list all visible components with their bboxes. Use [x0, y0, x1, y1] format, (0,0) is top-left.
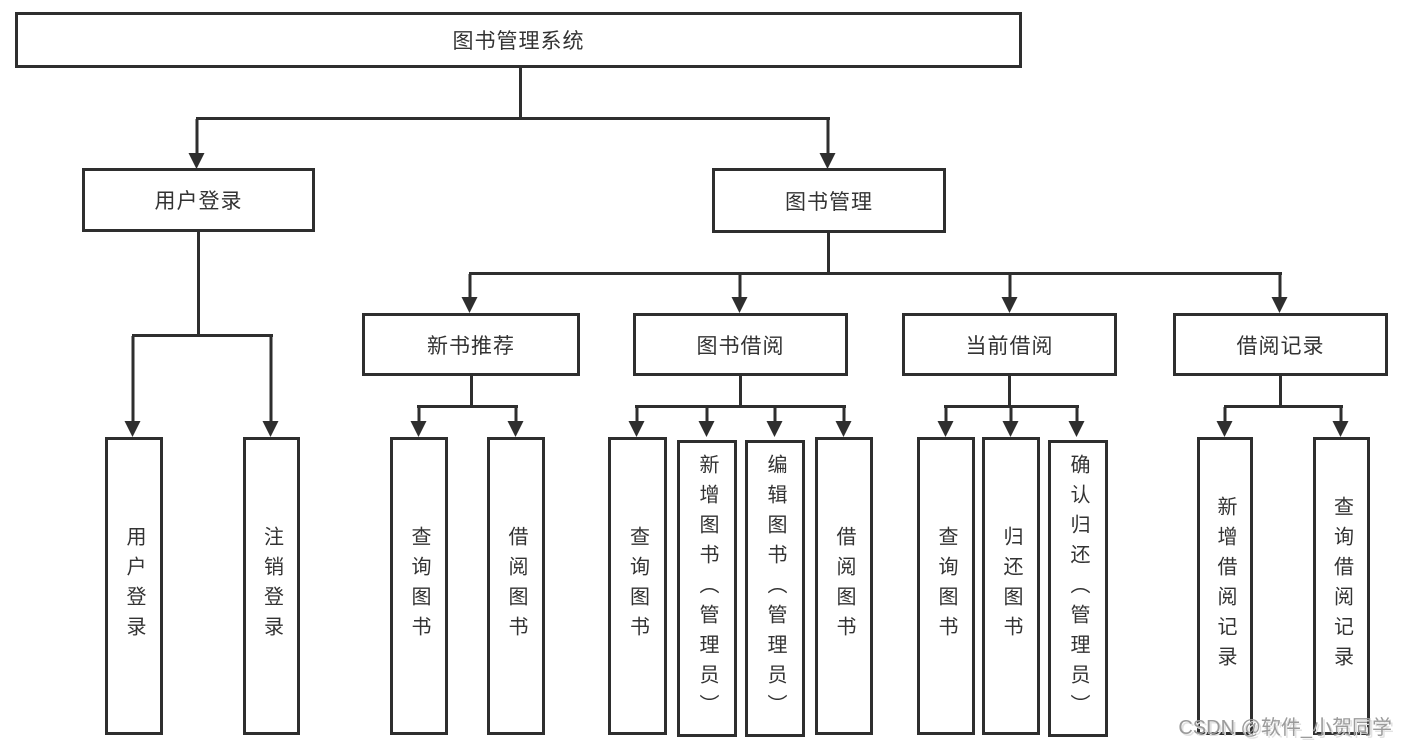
leaf-bb-query-book: 查询图书	[608, 437, 667, 735]
leaf-bb-edit-book-admin-label: 编辑图书（管理员）	[764, 453, 786, 724]
connector-new-book-split	[417, 405, 518, 408]
node-root-label: 图书管理系统	[452, 30, 585, 53]
arrow-to-book-mgmt	[819, 119, 837, 169]
leaf-nb-query-book: 查询图书	[390, 437, 448, 735]
arrow-cb-leaf-1	[937, 407, 955, 437]
arrow-to-user-login	[188, 119, 206, 169]
arrow-br-leaf-1	[1216, 407, 1234, 437]
connector-current-borrow-split	[944, 405, 1079, 408]
node-book-mgmt-label: 图书管理	[785, 190, 873, 214]
node-root: 图书管理系统	[15, 12, 1022, 68]
connector-user-login-split	[132, 334, 273, 337]
leaf-cb-return-book-label: 归还图书	[1000, 526, 1022, 646]
connector-current-borrow-trunk	[1008, 376, 1011, 408]
leaf-br-add-record-label: 新增借阅记录	[1214, 496, 1236, 676]
leaf-nb-borrow-book-label: 借阅图书	[505, 526, 527, 646]
leaf-cb-confirm-return-admin-label: 确认归还（管理员）	[1067, 453, 1089, 724]
leaf-nb-borrow-book: 借阅图书	[487, 437, 545, 735]
leaf-nb-query-book-label: 查询图书	[408, 526, 430, 646]
connector-book-borrow-trunk	[739, 376, 742, 408]
leaf-bb-borrow-book: 借阅图书	[815, 437, 873, 735]
leaf-bb-add-book-admin: 新增图书（管理员）	[677, 440, 737, 737]
node-new-book-rec: 新书推荐	[362, 313, 580, 376]
node-book-borrow: 图书借阅	[633, 313, 848, 376]
connector-book-borrow-split	[635, 405, 846, 408]
node-book-mgmt: 图书管理	[712, 168, 946, 233]
leaf-cb-confirm-return-admin: 确认归还（管理员）	[1048, 440, 1108, 737]
arrow-to-borrow-record	[1271, 274, 1289, 313]
connector-root-trunk	[519, 67, 522, 119]
leaf-user-login-label: 用户登录	[123, 526, 145, 646]
leaf-br-query-record-label: 查询借阅记录	[1330, 496, 1353, 676]
leaf-bb-query-book-label: 查询图书	[626, 526, 649, 646]
leaf-br-query-record: 查询借阅记录	[1313, 437, 1370, 735]
leaf-cb-return-book: 归还图书	[982, 437, 1040, 735]
arrow-nb-leaf-1	[410, 407, 428, 437]
leaf-user-login: 用户登录	[105, 437, 163, 735]
csdn-watermark: CSDN @软件_小贺同学	[1178, 717, 1392, 739]
leaf-br-add-record: 新增借阅记录	[1197, 437, 1253, 735]
node-book-borrow-label: 图书借阅	[696, 334, 785, 358]
arrow-to-new-book	[461, 274, 479, 313]
leaf-logout-label: 注销登录	[260, 526, 283, 646]
arrow-to-current-borrow	[1001, 274, 1019, 313]
connector-borrow-record-trunk	[1279, 376, 1282, 408]
arrow-to-book-borrow	[731, 274, 749, 313]
arrow-bb-leaf-1	[628, 407, 646, 437]
arrow-cb-leaf-2	[1002, 407, 1020, 437]
leaf-bb-borrow-book-label: 借阅图书	[833, 526, 855, 646]
leaf-cb-query-book: 查询图书	[917, 437, 975, 735]
leaf-cb-query-book-label: 查询图书	[935, 526, 957, 646]
connector-book-mgmt-trunk	[827, 233, 830, 274]
arrow-bb-leaf-4	[835, 407, 853, 437]
connector-new-book-trunk	[470, 376, 473, 408]
node-borrow-record: 借阅记录	[1173, 313, 1388, 376]
arrow-to-leaf-logout	[262, 336, 280, 437]
node-borrow-record-label: 借阅记录	[1236, 334, 1325, 358]
node-current-borrow-label: 当前借阅	[965, 334, 1054, 358]
connector-borrow-record-split	[1224, 405, 1343, 408]
arrow-bb-leaf-2	[698, 407, 716, 437]
arrow-bb-leaf-3	[766, 407, 784, 437]
connector-level1-split	[196, 117, 830, 120]
arrow-br-leaf-2	[1332, 407, 1350, 437]
leaf-logout: 注销登录	[243, 437, 300, 735]
leaf-bb-edit-book-admin: 编辑图书（管理员）	[745, 440, 805, 737]
node-user-login-label: 用户登录	[154, 190, 243, 213]
arrow-nb-leaf-2	[507, 407, 525, 437]
node-current-borrow: 当前借阅	[902, 313, 1117, 376]
leaf-bb-add-book-admin-label: 新增图书（管理员）	[696, 453, 718, 724]
connector-level3-split	[469, 272, 1282, 275]
arrow-cb-leaf-3	[1068, 407, 1086, 437]
arrow-to-leaf-login	[124, 336, 142, 437]
connector-user-login-trunk	[197, 232, 200, 337]
node-new-book-rec-label: 新书推荐	[427, 334, 515, 358]
node-user-login: 用户登录	[82, 168, 315, 232]
